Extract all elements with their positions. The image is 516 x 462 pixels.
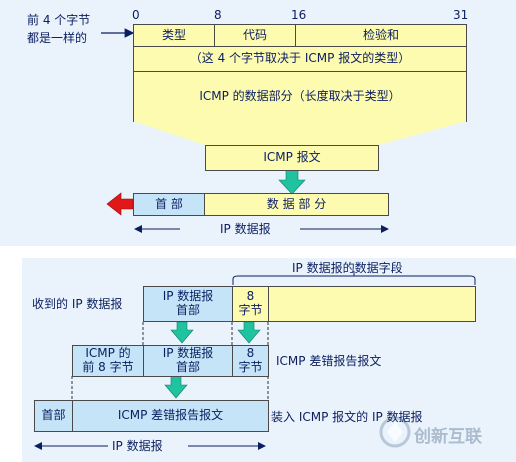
icmp-error-box: ICMP 差错报告报文 [72,400,269,432]
watermark-logo-icon [379,416,411,448]
red-arrow [106,192,134,216]
copied-8-bytes: 8 字节 [232,345,269,377]
copied-ip-header: IP 数据报 首部 [143,345,233,377]
green-arrow-b [237,321,261,344]
bit-tick-0: 0 [132,8,140,22]
received-ip-header: IP 数据报 首部 [143,286,233,322]
loaded-label: 装入 ICMP 报文的 IP 数据报 [271,410,423,424]
field-checksum: 检验和 [295,24,467,47]
field-type: 类型 [133,24,215,47]
ip-header-box: 首 部 [133,193,205,216]
watermark-text: 创新互联 [414,427,482,447]
side-note-line-2: 都是一样的 [27,31,88,45]
icmp-message-box: ICMP 报文 [205,145,379,171]
data-field-brace [232,275,476,285]
data-part-box: ICMP 的数据部分（长度取决于类型） [133,71,467,122]
bit-tick-16: 16 [291,8,307,22]
data-field-brace-label: IP 数据报的数据字段 [292,261,403,275]
icmp-prefix-box: ICMP 的 前 8 字节 [72,345,144,377]
bit-tick-8: 8 [214,8,222,22]
green-arrow-top [278,169,306,195]
ip-data-box: 数 据 部 分 [204,193,389,216]
received-label: 收到的 IP 数据报 [32,297,123,311]
bit-tick-31: 31 [453,8,469,22]
new-ip-header: 首部 [34,400,73,432]
funnel-shape [133,121,467,145]
received-8-bytes: 8 字节 [232,286,269,322]
depends-row: （这 4 个字节取决于 ICMP 报文的类型） [133,46,467,72]
ip-datagram-label-bottom: IP 数据报 [112,439,163,453]
icmp-error-label: ICMP 差错报告报文 [276,354,382,368]
green-arrow-a [170,321,194,344]
field-code: 代码 [214,24,296,47]
ip-datagram-label-top: IP 数据报 [220,222,271,236]
received-data-rest [268,286,476,322]
side-note-line-1: 前 4 个字节 [27,13,91,27]
green-arrow-c [164,375,188,399]
